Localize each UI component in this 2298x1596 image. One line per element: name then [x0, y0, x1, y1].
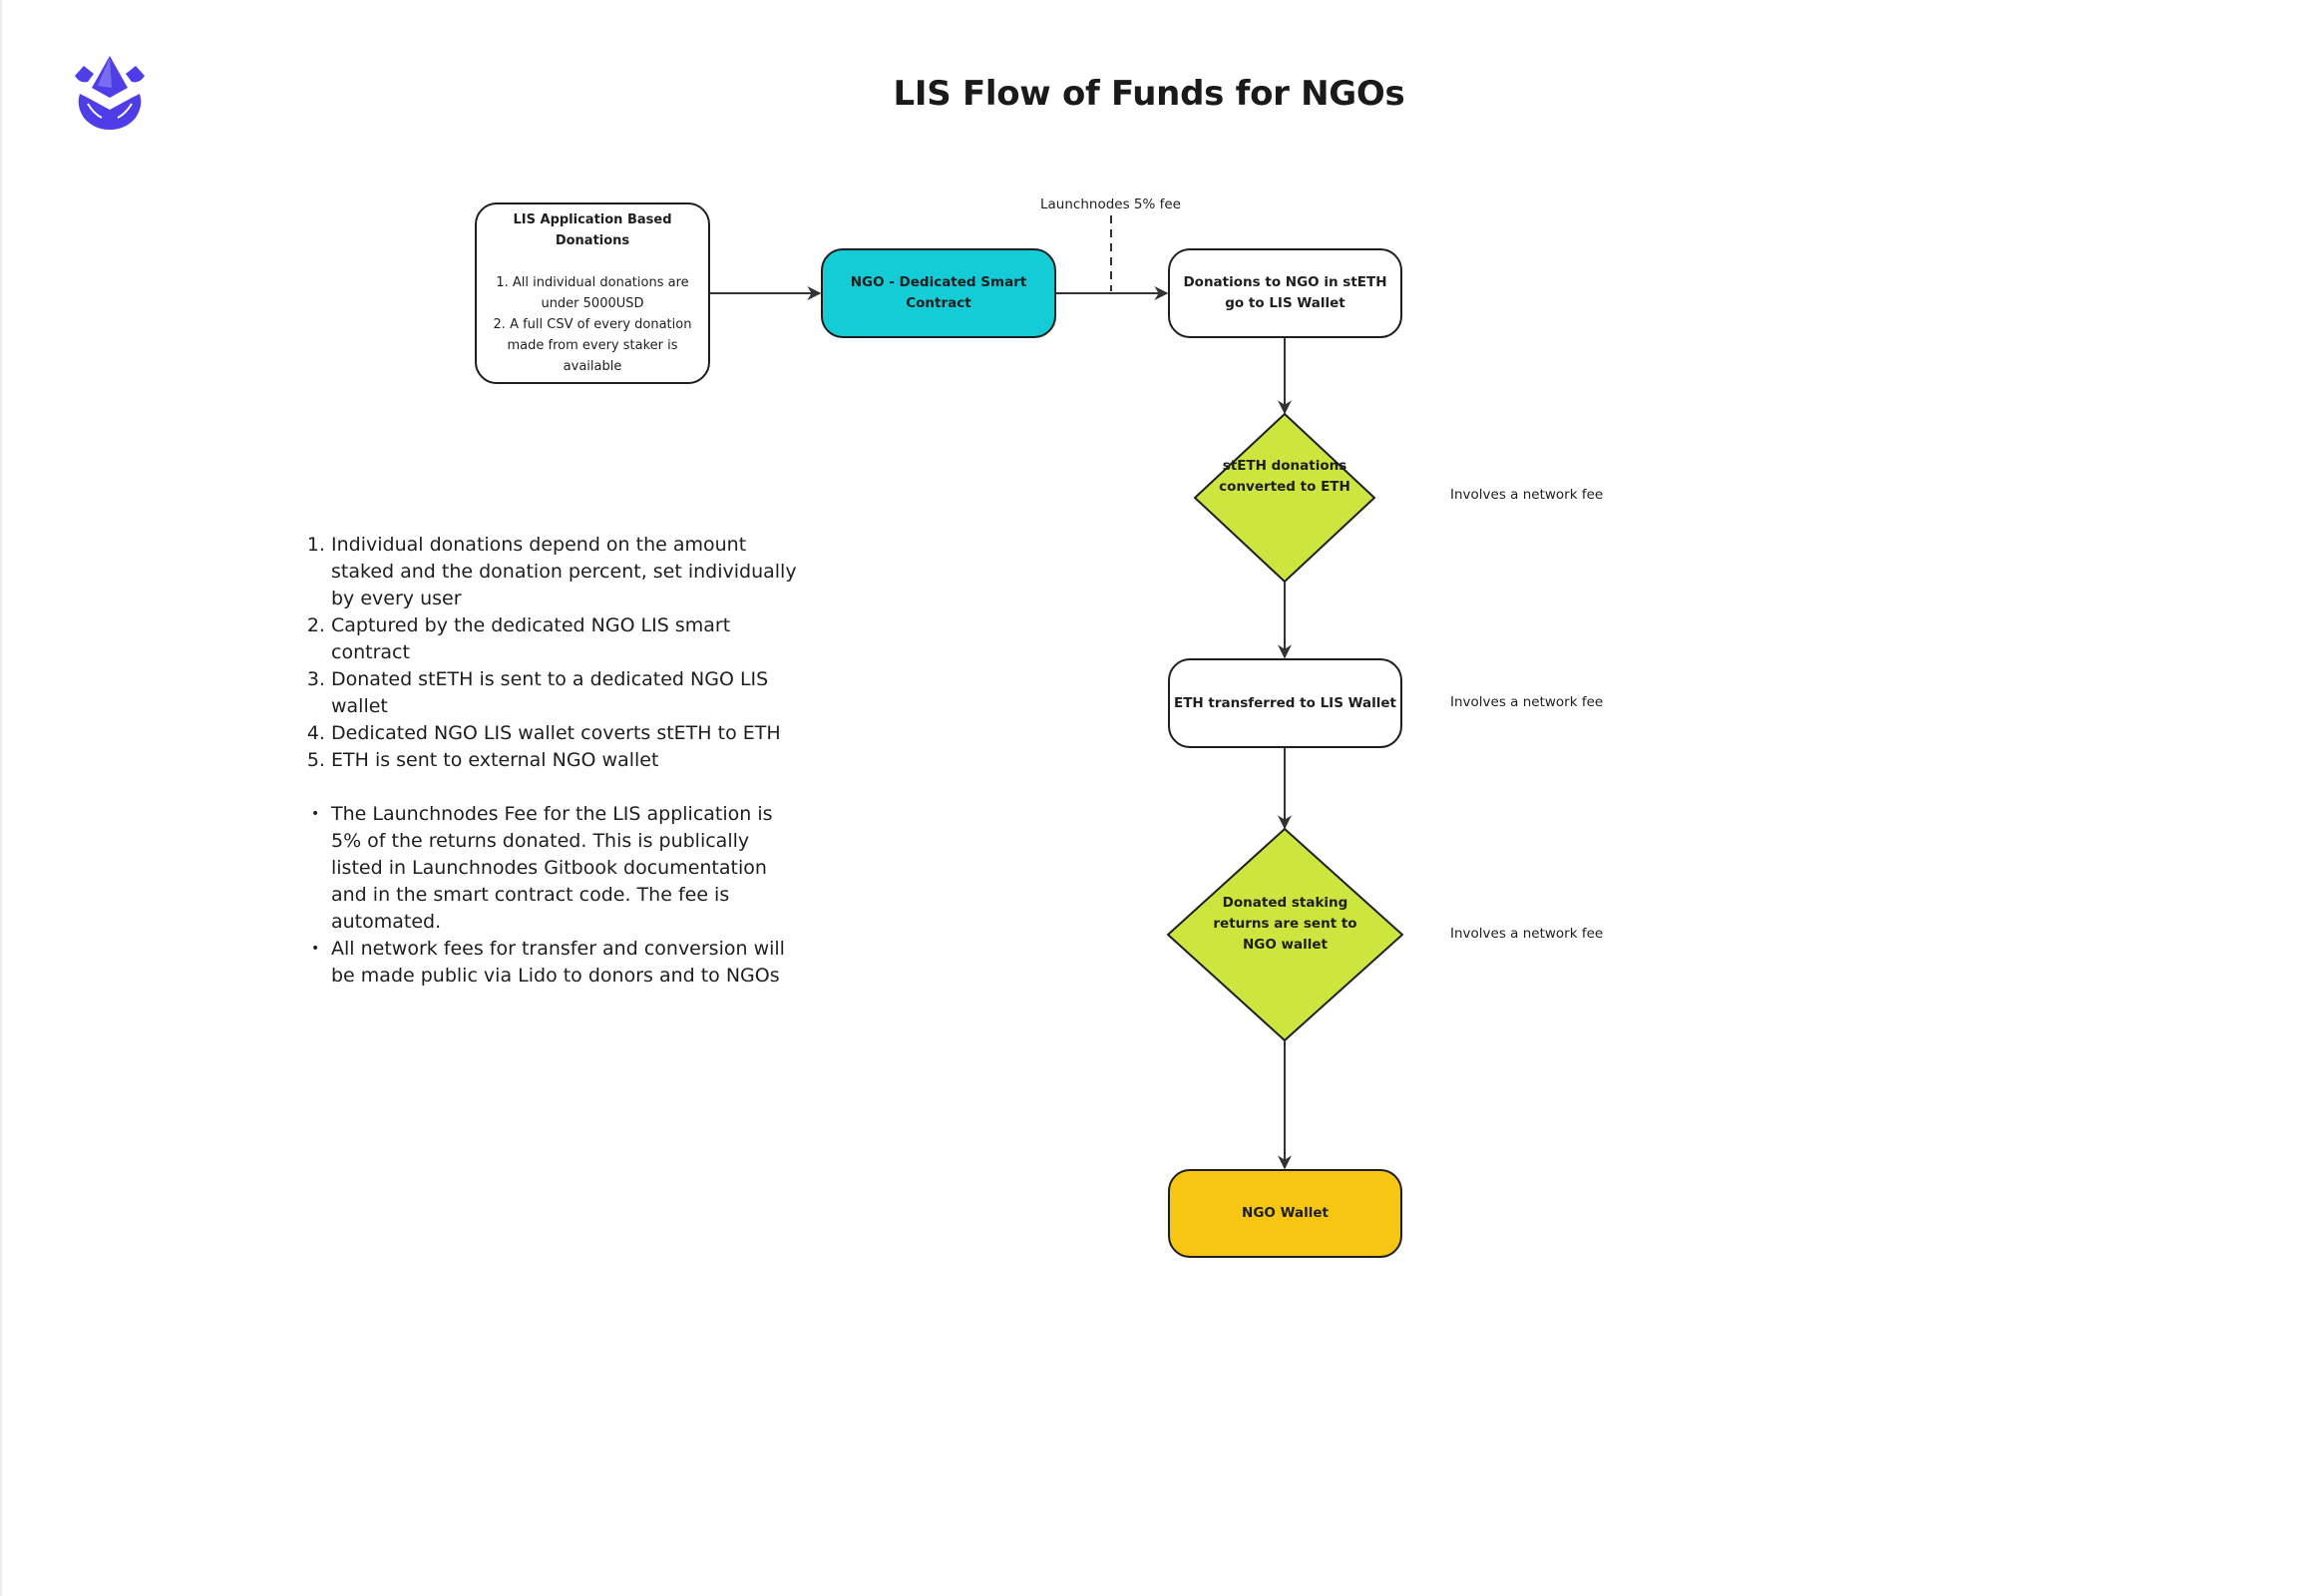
- eth-transfer-label: ETH transferred to LIS Wallet: [1173, 694, 1397, 711]
- step-item: Individual donations depend on the amoun…: [331, 532, 802, 612]
- bullets-list: The Launchnodes Fee for the LIS applicat…: [303, 801, 802, 990]
- bullet-item: All network fees for transfer and conver…: [311, 936, 802, 990]
- app-donations-line: 2. A full CSV of every donation made fro…: [493, 317, 692, 374]
- app-donations-title: LIS Application Based Donations: [513, 212, 672, 248]
- network-fee-note: Involves a network fee: [1450, 694, 1604, 710]
- notes-panel: Individual donations depend on the amoun…: [303, 532, 802, 990]
- step-item: Donated stETH is sent to a dedicated NGO…: [331, 666, 802, 720]
- ethereum-hands-logo-icon: [75, 56, 145, 130]
- step-item: Dedicated NGO LIS wallet coverts stETH t…: [331, 720, 802, 747]
- network-fee-note: Involves a network fee: [1450, 926, 1604, 942]
- step-item: Captured by the dedicated NGO LIS smart …: [331, 612, 802, 666]
- step-item: ETH is sent to external NGO wallet: [331, 747, 802, 774]
- smart-contract-label: NGO - Dedicated Smart Contract: [850, 274, 1027, 311]
- page-title: LIS Flow of Funds for NGOs: [893, 74, 1405, 114]
- network-fee-note: Involves a network fee: [1450, 487, 1604, 503]
- convert-diamond: [1193, 412, 1376, 584]
- ngo-wallet-node[interactable]: NGO Wallet: [1168, 1169, 1402, 1258]
- app-donations-node[interactable]: LIS Application Based Donations 1. All i…: [475, 202, 710, 384]
- ngo-wallet-label: NGO Wallet: [1242, 1205, 1329, 1221]
- launchnodes-fee-label: Launchnodes 5% fee: [1040, 197, 1181, 212]
- page-border: [0, 0, 2, 1596]
- bullet-item: The Launchnodes Fee for the LIS applicat…: [311, 801, 802, 936]
- lis-wallet-steth-label: Donations to NGO in stETH go to LIS Wall…: [1183, 274, 1387, 311]
- smart-contract-node[interactable]: NGO - Dedicated Smart Contract: [821, 248, 1056, 338]
- convert-diamond-label: stETH donations converted to ETH: [1219, 458, 1350, 495]
- app-donations-line: 1. All individual donations are under 50…: [496, 275, 689, 311]
- steps-list: Individual donations depend on the amoun…: [303, 532, 802, 774]
- send-diamond-label: Donated staking returns are sent to NGO …: [1213, 895, 1357, 953]
- eth-transfer-node[interactable]: ETH transferred to LIS Wallet: [1168, 658, 1402, 748]
- lis-wallet-steth-node[interactable]: Donations to NGO in stETH go to LIS Wall…: [1168, 248, 1402, 338]
